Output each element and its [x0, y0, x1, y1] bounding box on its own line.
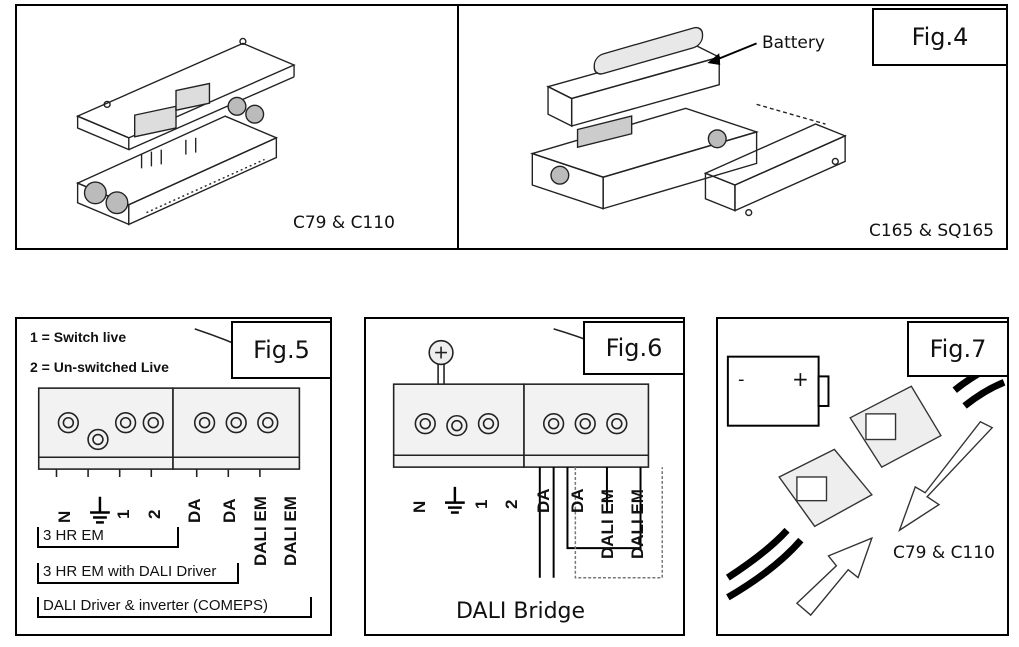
fig4-right-panel: Fig.4 Battery C165 & SQ165: [457, 4, 1008, 250]
earth-icon: [90, 496, 110, 524]
fig6-caption: DALI Bridge: [456, 599, 586, 624]
c165-sq165-enclosure-illustration: [530, 26, 847, 217]
fig6-terminal-dali-em-1: DALI EM: [598, 489, 617, 559]
fig5-terminal-2: 2: [145, 509, 164, 519]
fig6-terminal-1: 1: [472, 499, 491, 509]
fig6-terminal-da-1: DA: [534, 488, 553, 513]
fig7-panel: - + Fig.7 C79 & C110: [716, 317, 1009, 636]
fig5-terminal-da-1: DA: [185, 498, 204, 523]
fig5-option-3hr-em: 3 HR EM: [37, 527, 179, 548]
fig6-terminal-n: N: [410, 500, 429, 513]
fig5-terminal-n: N: [55, 510, 74, 523]
fig5-legend-2: 2 = Un-switched Live: [30, 359, 169, 375]
fig6-terminal-da-2: DA: [568, 488, 587, 513]
fig5-panel: Fig.5 1 = Switch live 2 = Un-switched Li…: [15, 317, 332, 636]
battery-plus-sign: +: [792, 367, 809, 391]
fig5-legend-1: 1 = Switch live: [30, 329, 127, 345]
fig4-tag: Fig.4: [872, 8, 1008, 66]
fig5-terminal-da-2: DA: [220, 498, 239, 523]
battery-icon: [726, 355, 830, 427]
fig5-terminal-dali-em-2: DALI EM: [281, 496, 300, 566]
fig4-left-panel: C79 & C110: [15, 4, 459, 250]
fig7-caption: C79 & C110: [893, 543, 995, 563]
fig6-panel: Fig.6 N 1 2 DA DA DALI EM DALI EM DALI B…: [364, 317, 685, 636]
fig4-left-caption: C79 & C110: [293, 213, 395, 233]
fig5-tag: Fig.5: [231, 321, 332, 379]
fig6-terminal-dali-em-2: DALI EM: [628, 489, 647, 559]
fig4-right-caption: C165 & SQ165: [869, 221, 995, 241]
earth-icon: [445, 486, 465, 514]
fig6-tag: Fig.6: [583, 321, 685, 375]
battery-minus-sign: -: [738, 369, 745, 390]
fig5-option-3hr-em-dali: 3 HR EM with DALI Driver: [37, 563, 239, 584]
fig5-terminal-1: 1: [114, 509, 133, 519]
battery-label: Battery: [762, 33, 825, 53]
fig5-option-dali-inverter: DALI Driver & inverter (COMEPS): [37, 597, 312, 618]
fig5-terminal-block-drawing: [37, 328, 301, 524]
fig6-terminal-2: 2: [502, 499, 521, 509]
fig7-connector-drawing: [725, 355, 1006, 617]
fig6-terminal-block-drawing: [392, 328, 663, 579]
fig5-terminal-dali-em-1: DALI EM: [251, 496, 270, 566]
c79-c110-enclosure-illustration: [75, 37, 296, 226]
fig7-tag: Fig.7: [907, 321, 1009, 377]
